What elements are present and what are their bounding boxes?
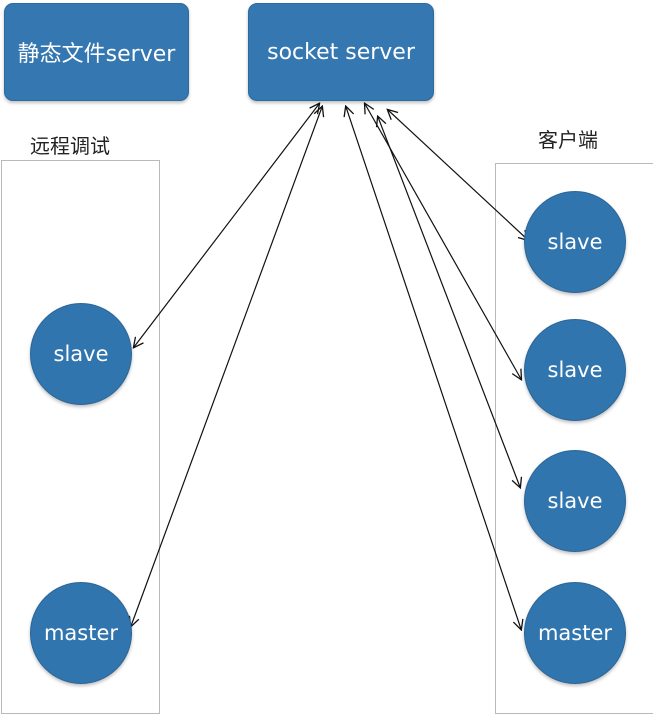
client-slave-3-label: slave	[547, 489, 603, 513]
client-master-label: master	[537, 621, 613, 645]
remote-master-label: master	[43, 621, 119, 645]
remote-debug-group-label: 远程调试	[30, 134, 110, 158]
arrow-socket-remote-slave	[134, 104, 319, 347]
static-file-server-box: 静态文件server	[4, 3, 189, 101]
socket-server-label: socket server	[267, 39, 415, 65]
client-slave-1-label: slave	[547, 230, 603, 254]
client-group-label: 客户端	[538, 128, 598, 152]
client-slave-node-1: slave	[524, 191, 626, 293]
client-slave-node-2: slave	[524, 319, 626, 421]
client-master-node: master	[524, 582, 626, 684]
socket-server-box: socket server	[248, 3, 434, 101]
static-file-server-label: 静态文件server	[17, 42, 176, 67]
remote-slave-label: slave	[53, 342, 109, 366]
remote-master-node: master	[30, 582, 132, 684]
remote-slave-node: slave	[30, 303, 132, 405]
client-slave-2-label: slave	[547, 358, 603, 382]
client-slave-node-3: slave	[524, 450, 626, 552]
